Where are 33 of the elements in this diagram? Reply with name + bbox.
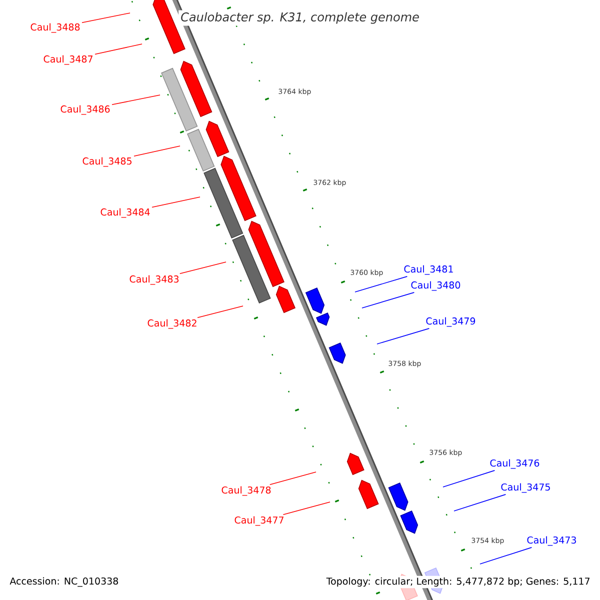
leader-line — [112, 94, 160, 106]
leader-line — [269, 472, 316, 485]
leader-line — [362, 292, 415, 308]
gene-label: Caul_3479 — [426, 317, 476, 327]
gene-label: Caul_3478 — [222, 486, 271, 496]
gene-label: Caul_3483 — [130, 275, 179, 285]
gene-label: Caul_3481 — [404, 265, 453, 275]
leader-line — [134, 146, 180, 157]
leader-line — [354, 276, 408, 292]
leader-line — [442, 470, 496, 488]
leader-line — [152, 196, 200, 208]
gene-label: Caul_3477 — [234, 516, 284, 526]
gene-label: Caul_3476 — [490, 459, 540, 469]
gene-label: Caul_3473 — [527, 536, 576, 546]
leader-line — [197, 306, 244, 318]
leader-line — [454, 494, 506, 512]
leader-line — [82, 12, 130, 24]
gene-label: Caul_3484 — [100, 208, 150, 218]
genome-info-text: Topology: circular; Length: 5,477,872 bp; Genes: 5,117 — [324, 576, 592, 588]
leader-line — [179, 262, 226, 274]
leader-line — [376, 328, 430, 344]
gene-label: Caul_3475 — [501, 483, 550, 493]
leader-line — [94, 44, 142, 55]
gene-label: Caul_3480 — [411, 281, 460, 291]
title: Caulobacter sp. K31, complete genome — [178, 10, 422, 26]
gene-label: Caul_3482 — [148, 319, 196, 329]
accession-text: Accession: NC_010338 — [8, 576, 120, 588]
gene-label: Caul_3488 — [30, 23, 80, 33]
gene-label: Caul_3487 — [44, 55, 92, 65]
leader-line — [480, 547, 532, 564]
gene-label: Caul_3486 — [60, 105, 110, 115]
leader-line — [282, 502, 330, 515]
gene-label: Caul_3485 — [82, 157, 132, 167]
